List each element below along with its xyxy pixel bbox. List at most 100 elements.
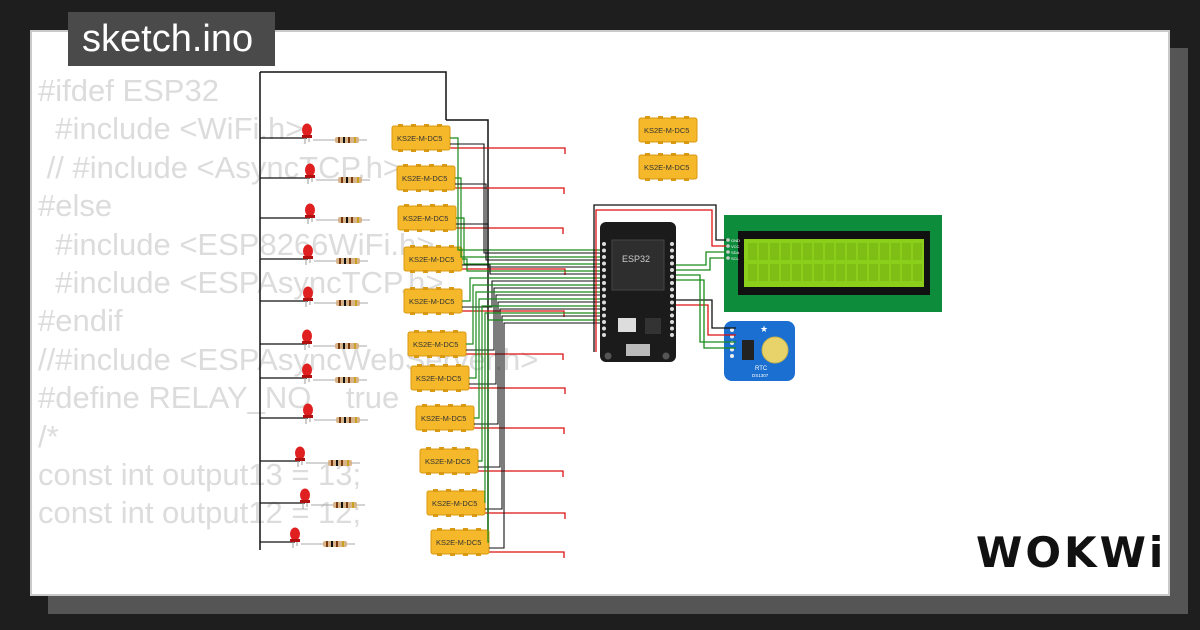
rtc-pin[interactable]: [730, 328, 734, 332]
lcd-pin[interactable]: [726, 256, 730, 260]
led-red[interactable]: [300, 488, 310, 510]
relay-label: KS2E-M-DC5: [402, 174, 447, 183]
resistor[interactable]: [313, 377, 367, 383]
reset-button[interactable]: [662, 352, 670, 360]
code-line: #ifdef ESP32: [38, 73, 219, 108]
esp32-pin[interactable]: [602, 248, 606, 253]
lcd-pin-label: SDA: [731, 250, 740, 255]
resistor[interactable]: [314, 417, 368, 423]
lcd-pin-label: GND: [731, 238, 740, 243]
code-line: #endif: [38, 303, 123, 339]
lcd-char-cell: [891, 264, 900, 281]
led-red[interactable]: [305, 203, 315, 225]
esp32-pin[interactable]: [602, 326, 606, 331]
esp32-pin[interactable]: [602, 333, 606, 337]
led-red[interactable]: [303, 286, 313, 308]
relay-ks2e-m-dc5[interactable]: KS2E-M-DC5: [407, 330, 467, 358]
relay-ks2e-m-dc5[interactable]: KS2E-M-DC5: [403, 245, 463, 273]
resistor[interactable]: [316, 217, 370, 223]
relay-ks2e-m-dc5[interactable]: KS2E-M-DC5: [397, 204, 457, 232]
lcd-char-cell: [913, 243, 922, 260]
led-red[interactable]: [290, 527, 300, 549]
esp32-pin[interactable]: [670, 255, 674, 259]
lcd-char-cell: [836, 264, 845, 281]
esp32-pin[interactable]: [670, 320, 674, 324]
rtc-pin[interactable]: [730, 354, 734, 358]
lcd-char-cell: [792, 243, 801, 260]
led-red[interactable]: [305, 163, 315, 185]
esp32-pin[interactable]: [602, 287, 606, 292]
esp32-pin[interactable]: [602, 268, 606, 272]
esp32-pin[interactable]: [670, 294, 674, 298]
relay-label: KS2E-M-DC5: [644, 126, 689, 135]
relay-label: KS2E-M-DC5: [416, 374, 461, 383]
resistor[interactable]: [313, 343, 367, 349]
esp32-board[interactable]: ESP32: [600, 222, 676, 362]
led-red[interactable]: [302, 123, 312, 145]
resistor[interactable]: [301, 541, 355, 547]
esp32-pin[interactable]: [670, 248, 674, 253]
esp32-pin[interactable]: [670, 333, 674, 337]
esp32-pin[interactable]: [670, 307, 674, 311]
relay-ks2e-m-dc5[interactable]: KS2E-M-DC5: [415, 404, 475, 432]
esp32-pin[interactable]: [602, 320, 606, 324]
relay-ks2e-m-dc5[interactable]: KS2E-M-DC5: [391, 124, 451, 152]
esp32-pin[interactable]: [670, 242, 674, 246]
relay-ks2e-m-dc5[interactable]: KS2E-M-DC5: [403, 287, 463, 315]
led-red[interactable]: [295, 446, 305, 468]
lcd-char-cell: [858, 243, 867, 260]
relay-ks2e-m-dc5[interactable]: KS2E-M-DC5: [430, 528, 490, 556]
esp32-pin[interactable]: [602, 307, 606, 311]
relay-label: KS2E-M-DC5: [413, 340, 458, 349]
lcd-pin[interactable]: [726, 250, 730, 254]
relay-label: KS2E-M-DC5: [421, 414, 466, 423]
esp32-pin[interactable]: [602, 255, 606, 259]
esp32-pin[interactable]: [602, 300, 606, 305]
led-red[interactable]: [303, 403, 313, 425]
resistor[interactable]: [311, 502, 365, 508]
relay-ks2e-m-dc5[interactable]: KS2E-M-DC5: [426, 489, 486, 517]
resistor[interactable]: [316, 177, 370, 183]
rtc-ds1307-module[interactable]: RTC DS1307 ★: [724, 321, 795, 381]
esp32-pin[interactable]: [602, 261, 606, 266]
led-red[interactable]: [303, 244, 313, 266]
esp32-pin[interactable]: [670, 261, 674, 266]
lcd-char-cell: [847, 243, 856, 260]
esp32-pin[interactable]: [602, 274, 606, 279]
resistor[interactable]: [314, 300, 368, 306]
lcd-char-cell: [902, 264, 911, 281]
code-line: #include <WiFi.h>: [38, 111, 304, 147]
lcd-char-cell: [748, 264, 757, 281]
relay-ks2e-m-dc5[interactable]: KS2E-M-DC5: [396, 164, 456, 192]
esp32-pin[interactable]: [602, 313, 606, 318]
relay-label: KS2E-M-DC5: [397, 134, 442, 143]
esp32-pin[interactable]: [670, 281, 674, 285]
esp32-pin[interactable]: [602, 281, 606, 285]
relay-ks2e-m-dc5[interactable]: KS2E-M-DC5: [410, 364, 470, 392]
esp32-pin[interactable]: [670, 287, 674, 292]
lcd-pin[interactable]: [726, 238, 730, 242]
esp32-pin[interactable]: [670, 274, 674, 279]
resistor[interactable]: [313, 137, 367, 143]
esp32-pin[interactable]: [670, 268, 674, 272]
esp32-pin[interactable]: [670, 326, 674, 331]
boot-button[interactable]: [604, 352, 612, 360]
esp32-pin[interactable]: [602, 294, 606, 298]
relay-ks2e-m-dc5[interactable]: KS2E-M-DC5: [638, 153, 698, 181]
rtc-sub-label: DS1307: [752, 373, 769, 378]
relay-ks2e-m-dc5[interactable]: KS2E-M-DC5: [419, 447, 479, 475]
esp32-pin[interactable]: [670, 313, 674, 318]
resistor[interactable]: [306, 460, 360, 466]
led-red[interactable]: [302, 329, 312, 351]
led-red[interactable]: [302, 363, 312, 385]
lcd-pin-label: SCL: [731, 256, 740, 261]
lcd-char-cell: [891, 243, 900, 260]
rtc-label: RTC: [755, 366, 768, 372]
resistor[interactable]: [314, 258, 368, 264]
esp32-pin[interactable]: [670, 300, 674, 305]
relay-ks2e-m-dc5[interactable]: KS2E-M-DC5: [638, 116, 698, 144]
lcd-char-cell: [902, 243, 911, 260]
lcd-pin[interactable]: [726, 244, 730, 248]
esp32-pin[interactable]: [602, 242, 606, 246]
